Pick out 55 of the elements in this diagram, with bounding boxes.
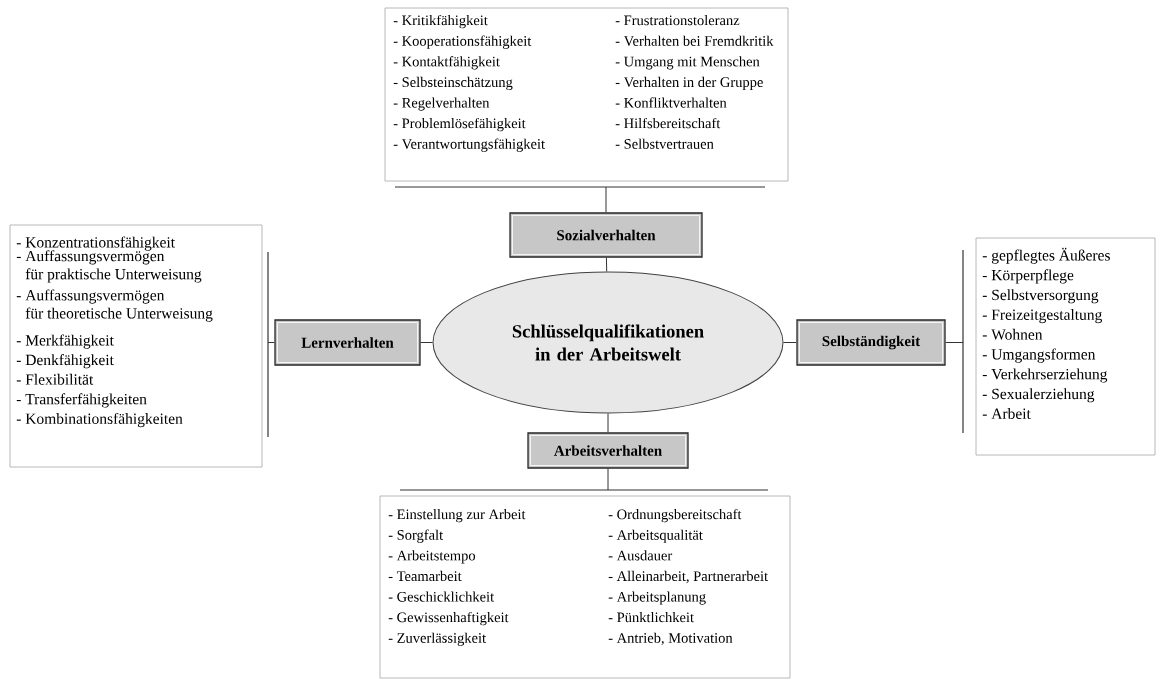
list-item: - Denkfähigkeit bbox=[16, 354, 114, 369]
list-item: - Freizeitgestaltung bbox=[982, 309, 1102, 324]
list-item: - Merkfähigkeit bbox=[16, 334, 114, 349]
list-item: - Pünktlichkeit bbox=[608, 612, 694, 623]
connector-line bbox=[605, 257, 608, 272]
list-item: - Ordnungsbereitschaft bbox=[608, 508, 742, 523]
list-item: - Konzentrationsfähigkeit bbox=[16, 236, 175, 251]
list-item: - Verkehrserziehung bbox=[982, 368, 1108, 383]
category-box: Sozialverhalten bbox=[509, 212, 703, 258]
list-item: - Sorgfalt bbox=[388, 529, 444, 543]
list-item: - Sexualerziehung bbox=[982, 388, 1095, 403]
list-item: - Verantwortungsfähigkeit bbox=[393, 138, 545, 152]
list-item: - Arbeit bbox=[982, 408, 1031, 419]
list-item: - Kooperationsfähigkeit bbox=[393, 35, 532, 49]
list-item: - Arbeitsplanung bbox=[608, 591, 706, 605]
list-item: - gepflegtes Äußeres bbox=[982, 247, 1110, 264]
list-item: - Ausdauer bbox=[608, 550, 673, 561]
connector-line bbox=[267, 342, 275, 343]
list-item: - Antrieb, Motivation bbox=[608, 632, 733, 645]
list-item: - Wohnen bbox=[982, 328, 1043, 340]
list-item: - Kontaktfähigkeit bbox=[393, 56, 500, 70]
list-item: - Arbeitstempo bbox=[388, 550, 476, 564]
list-item: - Kritikfähigkeit bbox=[393, 14, 488, 29]
list-item: - Geschicklichkeit bbox=[388, 591, 495, 602]
list-item: - Gewissenhaftigkeit bbox=[388, 611, 509, 626]
list-item: - Selbstvertrauen bbox=[615, 138, 714, 149]
category-box: Selbständigkeit bbox=[796, 319, 946, 366]
list-item: - Regelverhalten bbox=[393, 97, 490, 111]
list-item: - Selbstversorgung bbox=[982, 289, 1099, 304]
list-item: - Körperpflege bbox=[982, 269, 1074, 284]
list-item: - Zuverlässigkeit bbox=[388, 632, 486, 646]
list-item: - Umgangsformen bbox=[982, 348, 1096, 363]
list-item: - Umgang mit Menschen bbox=[615, 56, 760, 70]
list-item: - Konfliktverhalten bbox=[615, 97, 727, 108]
connector-line bbox=[607, 413, 609, 433]
list-item: - Selbsteinschätzung bbox=[393, 76, 513, 91]
connector-line bbox=[420, 342, 433, 343]
connector-line bbox=[783, 342, 797, 343]
connector-line bbox=[605, 186, 607, 213]
list-item: - Verhalten in der Gruppe bbox=[615, 76, 763, 90]
list-item: - Einstellung zur Arbeit bbox=[388, 509, 526, 523]
list-item: - Kombinationsfähigkeiten bbox=[16, 412, 183, 428]
connector-line bbox=[607, 468, 609, 491]
list-item: - Arbeitsqualität bbox=[608, 529, 703, 543]
list-item: - Transferfähigkeiten bbox=[16, 393, 147, 408]
list-item: - Auffassungsvermögen für theoretische Unterweisung bbox=[16, 289, 213, 322]
list-item: - Auffassungsvermögen für praktische Unterweisung bbox=[16, 250, 202, 283]
list-item: - Teamarbeit bbox=[388, 570, 462, 582]
list-item: - Hilfsbereitschaft bbox=[615, 117, 721, 129]
list-item: - Verhalten bei Fremdkritik bbox=[615, 35, 774, 46]
list-item: - Flexibilität bbox=[16, 373, 94, 385]
list-item: - Problemlösefähigkeit bbox=[393, 117, 526, 132]
connector-line bbox=[945, 342, 964, 343]
list-item: - Frustrationstoleranz bbox=[615, 15, 740, 26]
list-item: - Alleinarbeit, Partnerarbeit bbox=[608, 570, 768, 584]
